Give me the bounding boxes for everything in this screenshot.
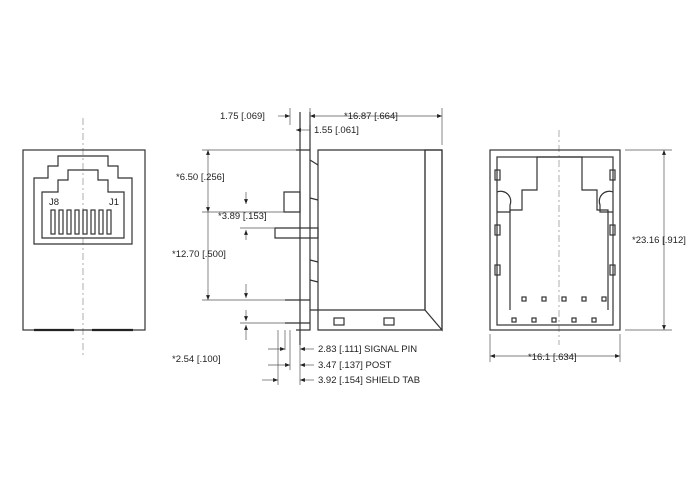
side-view-dimensions: 1.75 [.069] *16.87 [.664] 1.55 [.061] *6…: [172, 108, 443, 386]
side-view: [274, 112, 443, 345]
dim-post: 3.47 [.137] POST: [318, 360, 392, 371]
dim-height-top: *6.50 [.256]: [176, 172, 225, 183]
dim-signal-pin: 2.83 [.111] SIGNAL PIN: [318, 344, 417, 355]
dim-shield-tab: 3.92 [.154] SHIELD TAB: [318, 375, 420, 386]
dim-depth: *16.87 [.664]: [344, 111, 398, 122]
front-view: J8 J1: [22, 118, 146, 356]
pin-holes: [511, 296, 607, 323]
dim-overall-height: *23.16 [.912]: [632, 235, 686, 246]
label-j1: J1: [109, 197, 119, 208]
dim-tab-thickness: 1.75 [.069]: [220, 111, 265, 122]
dim-pin-pitch: *2.54 [.100]: [172, 354, 221, 365]
dim-width: *16.1 [.634]: [528, 352, 577, 363]
dim-post-gap: *3.89 [.153]: [218, 211, 267, 222]
contact-pins: [50, 209, 112, 235]
label-j8: J8: [49, 197, 59, 208]
rear-view: [489, 130, 621, 345]
dim-pin-offset: 1.55 [.061]: [314, 125, 359, 136]
dim-pin-height: *12.70 [.500]: [172, 249, 226, 260]
rear-view-dimensions: *23.16 [.912] *16.1 [.634]: [489, 149, 686, 363]
